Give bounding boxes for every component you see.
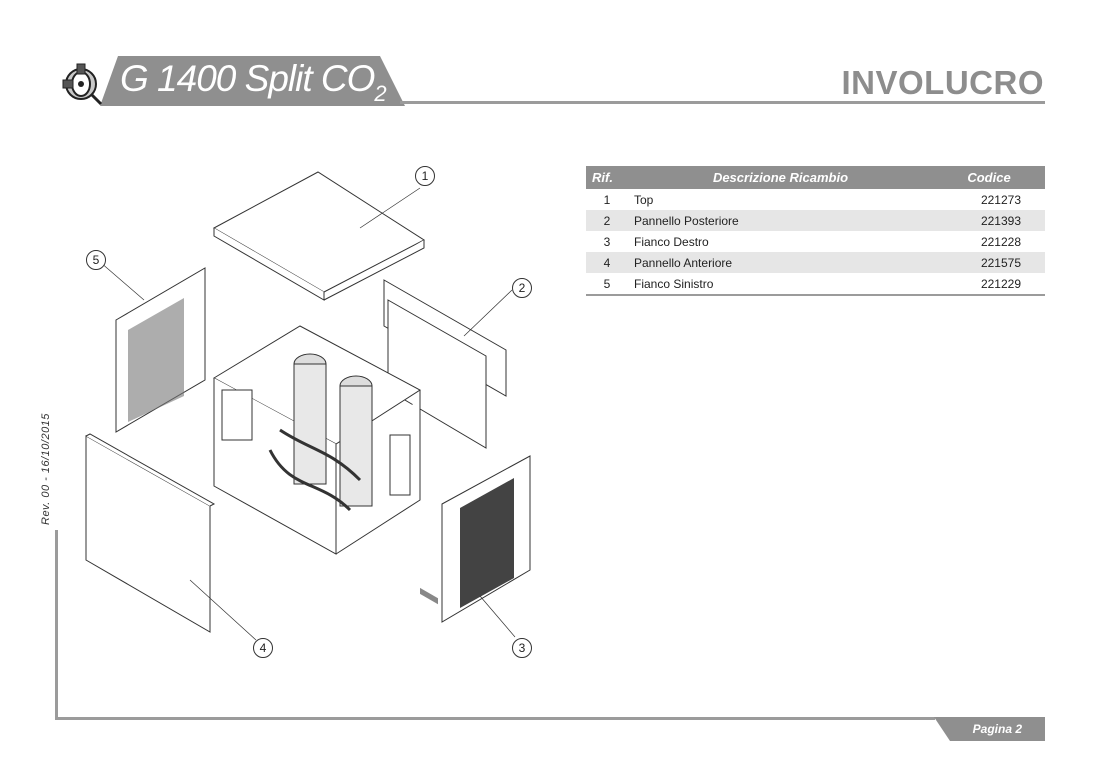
row-code: 221228 <box>980 234 1021 249</box>
callout-3: 3 <box>512 638 532 658</box>
row-ref: 2 <box>586 210 628 231</box>
frame-left-rule <box>55 530 58 720</box>
unit-frame <box>212 325 421 555</box>
row-code: 221575 <box>933 252 1045 273</box>
table-row: 4 Pannello Anteriore 221575 <box>586 252 1045 273</box>
row-ref: 4 <box>586 252 628 273</box>
header-ref: Rif. <box>586 166 628 189</box>
table-header-row: Rif. Descrizione Ricambio Codice <box>586 166 1045 189</box>
header-tab <box>100 56 405 106</box>
table-row: 1 Top 221273 <box>586 189 1045 210</box>
row-code: 221273 <box>980 192 1021 207</box>
table-row: 5 Fianco Sinistro 221229 <box>586 273 1045 296</box>
table-row: 2 Pannello Posteriore 221393 <box>586 210 1045 231</box>
exploded-view-drawing <box>85 171 531 641</box>
callout-2: 2 <box>512 278 532 298</box>
row-code: 221393 <box>933 210 1045 231</box>
front-panel <box>85 433 257 641</box>
top-panel <box>212 171 425 301</box>
row-description: Fianco Destro <box>634 234 709 249</box>
right-side-panel <box>441 455 531 638</box>
row-description: Top <box>634 192 654 207</box>
model-title: G 1400 Split CO2 <box>120 58 387 106</box>
callout-4: 4 <box>253 638 273 658</box>
left-side-panel <box>99 261 206 433</box>
row-description: Fianco Sinistro <box>628 273 933 296</box>
parts-table: Rif. Descrizione Ricambio Codice 1 Top 2… <box>586 166 1045 296</box>
row-description: Pannello Anteriore <box>628 252 933 273</box>
row-ref: 5 <box>586 273 628 296</box>
table-row: 3 Fianco Destro 221228 <box>586 231 1045 252</box>
frame-bottom-rule <box>55 717 935 720</box>
row-ref: 3 <box>603 234 611 249</box>
callout-1: 1 <box>415 166 435 186</box>
page-number: Pagina 2 <box>972 722 1022 736</box>
row-code: 221229 <box>933 273 1045 296</box>
header-description: Descrizione Ricambio <box>628 166 933 189</box>
header-rule <box>400 101 1045 104</box>
section-title: INVOLUCRO <box>841 64 1044 101</box>
row-ref: 1 <box>603 192 611 207</box>
compressor-logo-icon <box>62 63 103 106</box>
callout-5: 5 <box>86 250 106 270</box>
header-code: Codice <box>933 166 1045 189</box>
row-description: Pannello Posteriore <box>628 210 933 231</box>
rear-panel <box>383 279 513 605</box>
revision-label: Rev. 00 - 16/10/2015 <box>40 413 52 525</box>
page-tab <box>934 717 1045 741</box>
